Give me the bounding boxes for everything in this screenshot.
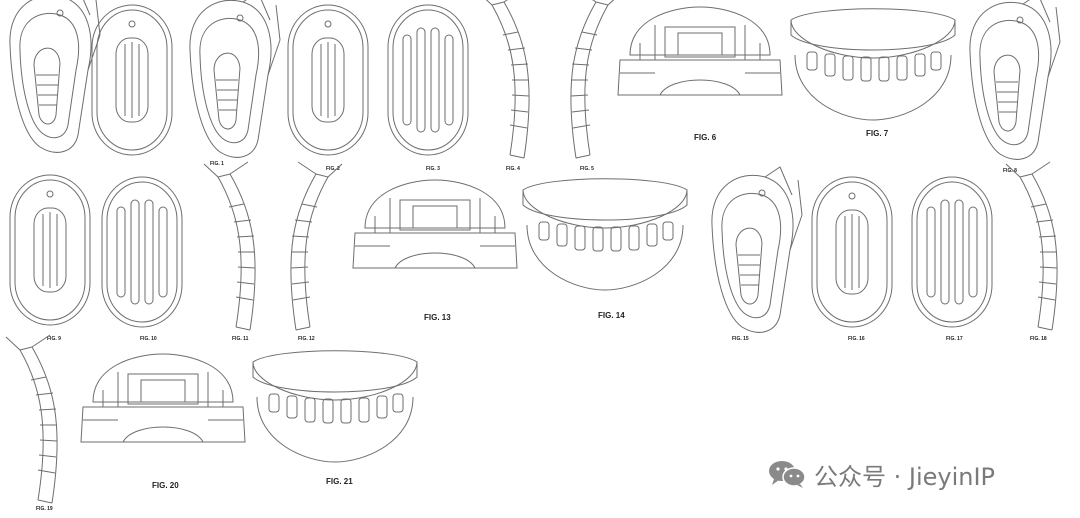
figure-21-label: FIG. 21 (326, 477, 353, 486)
figure-15-label: FIG. 15 (732, 336, 749, 342)
figure-9-front-view-drawing (9, 174, 91, 326)
figure-6-label: FIG. 6 (694, 133, 717, 142)
figure-6-top-view-drawing (617, 6, 783, 96)
figure-10-label: FIG. 10 (140, 336, 157, 342)
figure-2-label: FIG. 2 (326, 166, 340, 172)
figure-18-label: FIG. 18 (1030, 336, 1047, 342)
figure-4-side-view-drawing (477, 0, 530, 159)
figure-21-bottom-view-drawing (252, 350, 418, 463)
figure-10-rear-view-drawing (101, 176, 183, 328)
watermark-text: 公众号 · JieyinIP (814, 462, 996, 491)
figure-1-perspective-drawing (9, 0, 101, 153)
figure-13-label: FIG. 13 (424, 313, 451, 322)
figure-14-label: FIG. 14 (598, 311, 625, 320)
wechat-icon (769, 461, 806, 488)
figure-14-bottom-view-drawing (522, 178, 688, 291)
figure-4-label: FIG. 4 (506, 166, 520, 172)
watermark: 公众号 · JieyinIP (768, 458, 996, 491)
figure-17-rear-view-drawing (911, 176, 993, 328)
figure-19-label: FIG. 19 (36, 506, 53, 512)
figure-3-perspective-drawing (189, 0, 281, 158)
figure-1-label: FIG. 1 (210, 161, 224, 167)
figure-2-front-view-drawing (91, 4, 173, 156)
figure-17-label: FIG. 17 (946, 336, 963, 342)
figure-12-label: FIG. 12 (298, 336, 315, 342)
figure-5-label: FIG. 5 (580, 166, 594, 172)
figure-16-label: FIG. 16 (848, 336, 865, 342)
figure-19-side-view-drawing (5, 334, 58, 504)
figure-11-label: FIG. 11 (232, 336, 249, 342)
figure-11-side-view-drawing (203, 161, 256, 331)
figure-3-front-view-drawing (287, 4, 369, 156)
figure-15-perspective-drawing (711, 166, 803, 333)
figure-8-perspective-drawing (969, 0, 1061, 160)
figure-8-label: FIG. 8 (1003, 168, 1017, 174)
figure-12-side-view-drawing (290, 161, 343, 331)
figure-18-side-view-drawing (1005, 161, 1058, 331)
figure-20-top-view-drawing (80, 353, 246, 443)
figure-7-label: FIG. 7 (866, 129, 889, 138)
figure-3-label: FIG. 3 (426, 166, 440, 172)
figure-9-label: FIG. 9 (47, 336, 61, 342)
figure-7-bottom-view-drawing (790, 8, 956, 121)
figure-13-top-view-drawing (352, 179, 518, 269)
figure-16-front-view-drawing (811, 176, 893, 328)
figure-20-label: FIG. 20 (152, 481, 179, 490)
figure-5-side-view-drawing (570, 0, 623, 159)
figure-4-rear-view-drawing (387, 4, 469, 156)
